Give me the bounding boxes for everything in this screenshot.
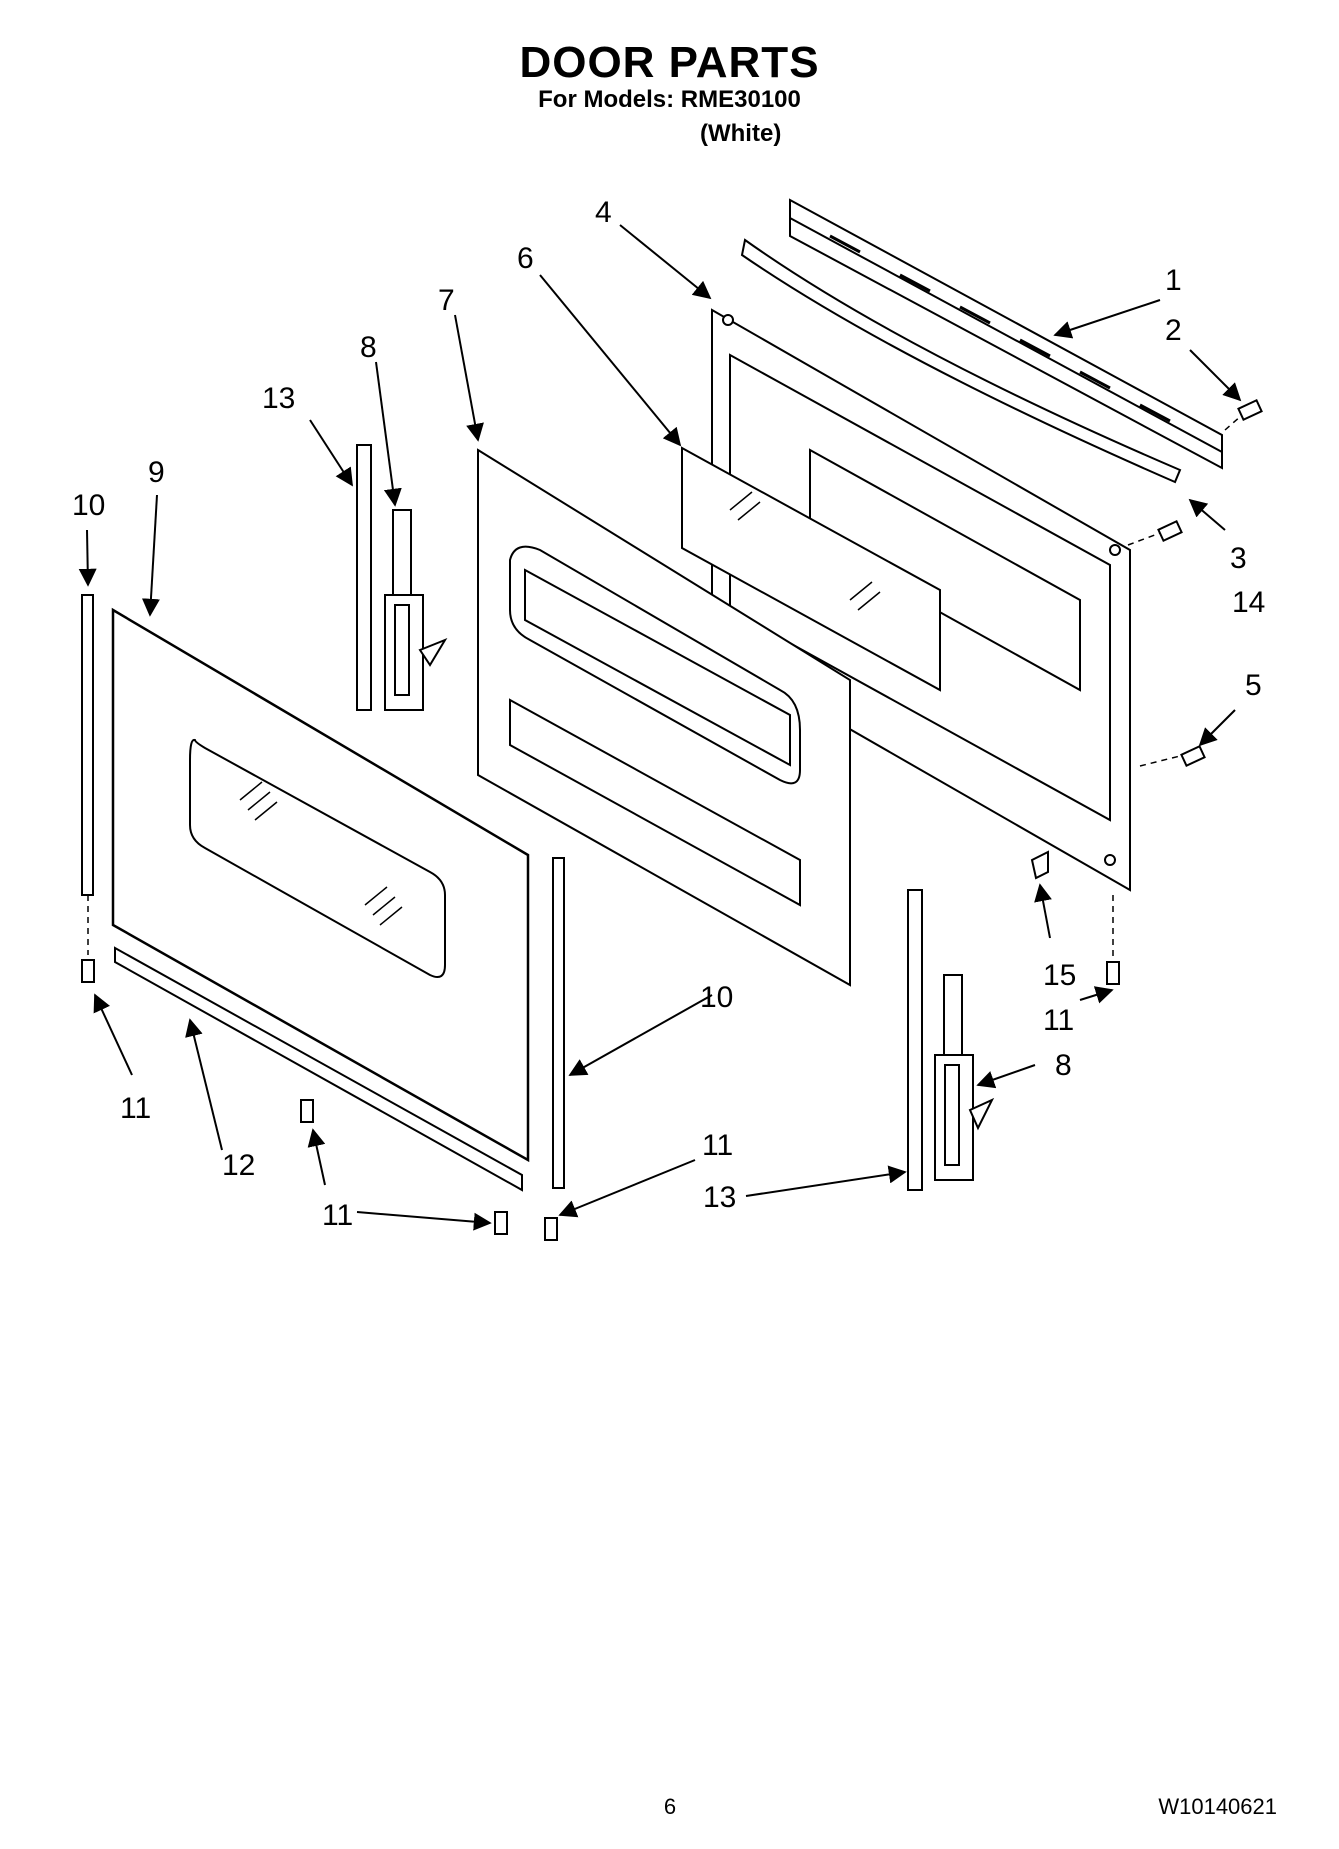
callout-12: 12 xyxy=(222,1149,255,1182)
bottom-trim-part-12 xyxy=(114,946,523,1192)
screw-part-11-b xyxy=(300,1099,314,1123)
inner-door-panel-part-7 xyxy=(477,448,851,987)
clip-part-15 xyxy=(1030,850,1049,880)
callout-13-left: 13 xyxy=(262,382,295,415)
document-number: W10140621 xyxy=(1158,1794,1277,1819)
models-line: For Models: RME30100 xyxy=(538,86,801,113)
callout-8-right: 8 xyxy=(1055,1049,1072,1082)
screw-part-5 xyxy=(1180,745,1206,767)
alignment-lines xyxy=(87,414,1243,958)
side-trim-part-10-left xyxy=(81,594,94,896)
callout-7: 7 xyxy=(438,284,455,317)
hinge-receiver-part-13-right xyxy=(907,889,923,1191)
screw-part-11-c xyxy=(494,1211,508,1235)
callout-2: 2 xyxy=(1165,314,1182,347)
callout-11-right: 11 xyxy=(1043,1004,1074,1037)
page-title: DOOR PARTS xyxy=(519,38,820,87)
callout-5: 5 xyxy=(1245,669,1262,702)
screw-part-11-e xyxy=(1106,961,1120,985)
window-glass-part-6 xyxy=(681,446,941,692)
side-trim-part-10-right xyxy=(552,857,565,1189)
vent-trim-part-1 xyxy=(789,198,1223,470)
callout-13-right: 13 xyxy=(703,1181,736,1214)
callout-14: 14 xyxy=(1232,586,1265,619)
callout-8-left: 8 xyxy=(360,331,377,364)
outer-glass-panel-part-9 xyxy=(111,607,530,1163)
callout-10-right: 10 xyxy=(700,981,733,1014)
callout-4: 4 xyxy=(595,196,612,229)
screw-part-11-a xyxy=(81,959,95,983)
screw-part-11-d xyxy=(544,1217,558,1241)
color-variant: (White) xyxy=(700,120,782,147)
screw-part-2 xyxy=(1237,399,1263,421)
callout-15: 15 xyxy=(1043,959,1076,992)
hinge-part-8-left xyxy=(384,509,448,711)
callout-11-bottom: 11 xyxy=(322,1199,353,1232)
callout-10-left: 10 xyxy=(72,489,105,522)
page-number: 6 xyxy=(663,1794,677,1819)
screw-part-14 xyxy=(1157,520,1183,542)
callout-3: 3 xyxy=(1230,542,1247,575)
callout-labels: 1 2 3 4 5 6 7 8 8 9 10 10 11 11 11 11 12… xyxy=(72,196,1265,1232)
callout-1: 1 xyxy=(1165,264,1182,297)
callout-6: 6 xyxy=(517,242,534,275)
leader-lines xyxy=(78,224,1242,1231)
callout-9: 9 xyxy=(148,456,165,489)
callout-11-mid: 11 xyxy=(702,1129,733,1162)
hinge-part-8-right xyxy=(934,974,995,1181)
callout-11-left: 11 xyxy=(120,1092,151,1125)
door-handle-part-3 xyxy=(740,238,1182,484)
hinge-receiver-part-13-left xyxy=(356,444,372,711)
